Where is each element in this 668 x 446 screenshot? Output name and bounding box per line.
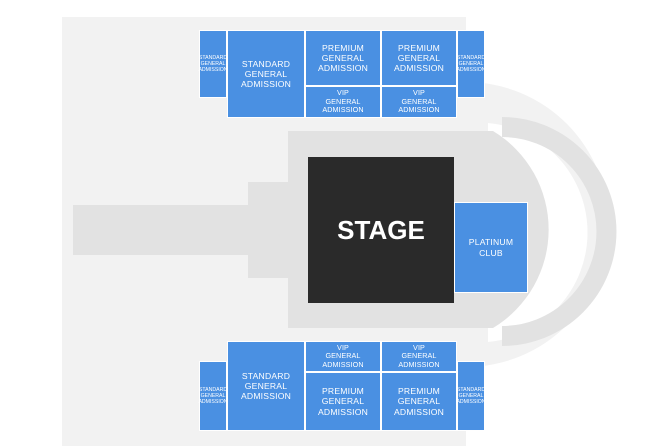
section-bottom-standard-ga-right[interactable]: STANDARD GENERAL ADMISSION bbox=[456, 361, 486, 431]
section-top-standard-ga-left[interactable]: STANDARD GENERAL ADMISSION bbox=[198, 30, 228, 98]
section-label: VIP GENERAL ADMISSION bbox=[322, 342, 364, 369]
section-label: STANDARD GENERAL ADMISSION bbox=[198, 386, 228, 406]
section-label: PREMIUM GENERAL ADMISSION bbox=[393, 386, 445, 417]
section-bottom-premium-ga-1[interactable]: PREMIUM GENERAL ADMISSION bbox=[305, 372, 381, 431]
section-top-premium-ga-2[interactable]: PREMIUM GENERAL ADMISSION bbox=[381, 30, 457, 86]
section-label: STANDARD GENERAL ADMISSION bbox=[198, 54, 228, 74]
section-label: VIP GENERAL ADMISSION bbox=[398, 342, 440, 369]
section-top-vip-ga-2[interactable]: VIP GENERAL ADMISSION bbox=[381, 86, 457, 118]
section-label: PLATINUM CLUB bbox=[468, 237, 514, 258]
section-top-standard-ga-right[interactable]: STANDARD GENERAL ADMISSION bbox=[456, 30, 486, 98]
section-label: PREMIUM GENERAL ADMISSION bbox=[317, 42, 369, 74]
section-label: STANDARD GENERAL ADMISSION bbox=[456, 54, 486, 74]
section-label: PREMIUM GENERAL ADMISSION bbox=[317, 386, 369, 417]
section-label: VIP GENERAL ADMISSION bbox=[322, 88, 364, 115]
section-label: STANDARD GENERAL ADMISSION bbox=[240, 370, 292, 402]
section-bottom-premium-ga-2[interactable]: PREMIUM GENERAL ADMISSION bbox=[381, 372, 457, 431]
section-bottom-standard-ga-main[interactable]: STANDARD GENERAL ADMISSION bbox=[227, 341, 305, 431]
section-bottom-standard-ga-left[interactable]: STANDARD GENERAL ADMISSION bbox=[198, 361, 228, 431]
stage-label: STAGE bbox=[337, 214, 425, 245]
section-top-vip-ga-1[interactable]: VIP GENERAL ADMISSION bbox=[305, 86, 381, 118]
section-bottom-vip-ga-2[interactable]: VIP GENERAL ADMISSION bbox=[381, 341, 457, 372]
section-label: VIP GENERAL ADMISSION bbox=[398, 88, 440, 115]
section-top-standard-ga-main[interactable]: STANDARD GENERAL ADMISSION bbox=[227, 30, 305, 118]
section-label: STANDARD GENERAL ADMISSION bbox=[240, 58, 292, 90]
section-label: PREMIUM GENERAL ADMISSION bbox=[393, 42, 445, 74]
curved-walkway-band bbox=[501, 117, 617, 346]
section-top-premium-ga-1[interactable]: PREMIUM GENERAL ADMISSION bbox=[305, 30, 381, 86]
stage: STAGE bbox=[308, 157, 454, 303]
runway-step bbox=[248, 182, 290, 278]
section-label: STANDARD GENERAL ADMISSION bbox=[456, 386, 486, 406]
section-bottom-vip-ga-1[interactable]: VIP GENERAL ADMISSION bbox=[305, 341, 381, 372]
section-platinum-club[interactable]: PLATINUM CLUB bbox=[454, 202, 528, 293]
